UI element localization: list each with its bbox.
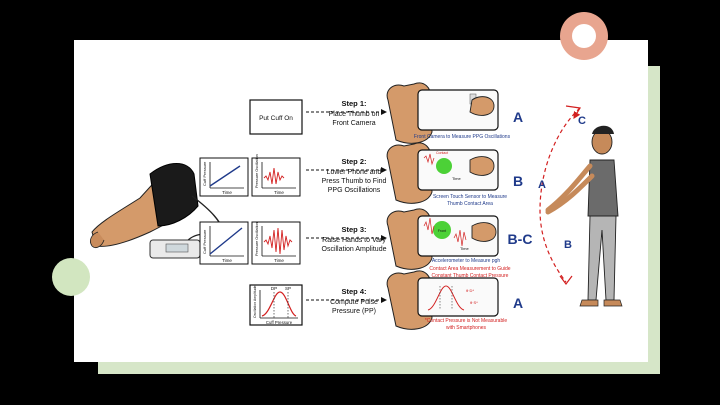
- pressure-oscillation-plot-step3: Pressure Oscillation Time: [251, 221, 301, 265]
- svg-text:Lower Phone and: Lower Phone and: [327, 169, 382, 176]
- svg-text:Time: Time: [274, 190, 284, 195]
- decorative-dot: [52, 258, 90, 296]
- svg-text:Press Thumb to Find: Press Thumb to Find: [322, 178, 387, 185]
- caption-row1: Front Camera to Measure PPG Oscillations: [414, 134, 511, 140]
- hand-phone-step3: Front Time: [386, 208, 499, 270]
- caption-row4-line1: *Contact Pressure is Not Measurable: [425, 318, 507, 324]
- svg-text:Pressure Oscillation: Pressure Oscillation: [255, 222, 259, 256]
- svg-text:Step 1:: Step 1:: [341, 99, 366, 108]
- svg-text:Time: Time: [222, 190, 232, 195]
- svg-text:Place Thumb on: Place Thumb on: [329, 111, 380, 118]
- put-cuff-on-label: Put Cuff On: [259, 115, 293, 122]
- caption-row3-b2: Constant Thumb Contact Pressure: [432, 273, 509, 279]
- step-1: Step 1: Place Thumb on Front Camera: [306, 99, 387, 127]
- oscillation-amplitude-plot-step4: DP SP Oscillation Amplitude Cuff Pressur…: [249, 284, 303, 326]
- svg-text:Step 2:: Step 2:: [341, 157, 366, 166]
- step-3: Step 3: Raise Hands to Vary Oscillation …: [306, 225, 387, 253]
- arm-with-cuff-illustration: [90, 163, 227, 259]
- touch-target-icon: [436, 158, 452, 174]
- svg-text:PPG Oscillations: PPG Oscillations: [328, 187, 381, 194]
- svg-text:Time: Time: [452, 176, 462, 181]
- svg-text:Step 4:: Step 4:: [341, 287, 366, 296]
- svg-text:Time: Time: [460, 246, 470, 251]
- svg-text:Cuff Pressure: Cuff Pressure: [202, 161, 207, 186]
- svg-text:DP: DP: [271, 286, 277, 291]
- hand-phone-step4: θ·D* θ·S*: [386, 270, 499, 330]
- svg-text:Compute Pulse: Compute Pulse: [330, 299, 378, 306]
- svg-text:Front: Front: [438, 229, 446, 233]
- svg-text:Step 3:: Step 3:: [341, 225, 366, 234]
- caption-row3-a: Accelerometer to Measure pgh: [432, 258, 501, 264]
- pressure-oscillation-plot-step2: Pressure Oscillation Time: [251, 154, 301, 197]
- touch-target-icon-step3: [433, 221, 451, 239]
- hand-phone-step1: [386, 82, 499, 144]
- svg-text:θ·D*: θ·D*: [466, 288, 474, 293]
- arc-label-c: C: [578, 115, 586, 127]
- caption-row2-line1: Screen Touch Sensor to Measure: [433, 194, 507, 200]
- arc-label-b: B: [564, 239, 572, 251]
- svg-text:Contact: Contact: [436, 151, 448, 155]
- svg-text:Time: Time: [222, 258, 232, 263]
- letter-row1: A: [513, 109, 523, 125]
- svg-text:Cuff Pressure: Cuff Pressure: [202, 229, 207, 254]
- put-cuff-on-box: Put Cuff On: [249, 99, 303, 135]
- svg-text:Time: Time: [274, 258, 284, 263]
- svg-text:Pressure Oscillation: Pressure Oscillation: [255, 154, 259, 188]
- svg-text:θ·S*: θ·S*: [470, 300, 478, 305]
- svg-text:Oscillation Amplitude: Oscillation Amplitude: [322, 246, 387, 253]
- step-2: Step 2: Lower Phone and Press Thumb to F…: [306, 157, 387, 194]
- svg-text:Front Camera: Front Camera: [332, 120, 375, 127]
- svg-text:Pressure (PP): Pressure (PP): [332, 308, 376, 315]
- svg-text:Cuff Pressure: Cuff Pressure: [266, 320, 293, 325]
- standing-person-illustration: [539, 105, 623, 307]
- svg-text:Raise Hands to Vary: Raise Hands to Vary: [322, 237, 386, 244]
- caption-row2-line2: Thumb Contact Area: [447, 201, 493, 207]
- caption-row3-b1: Contact Area Measurement to Guide: [429, 266, 510, 272]
- svg-text:Oscillation Amplitude: Oscillation Amplitude: [253, 285, 257, 318]
- decorative-ring-hole: [572, 24, 596, 48]
- letter-row3: B-C: [508, 231, 533, 247]
- letter-row4: A: [513, 295, 523, 311]
- cuff-pressure-plot-step3: Cuff Pressure Time: [199, 221, 249, 265]
- step-4: Step 4: Compute Pulse Pressure (PP): [306, 287, 387, 315]
- hand-phone-step2: Time Contact: [386, 142, 499, 204]
- caption-row4-line2: with Smartphones: [446, 325, 487, 331]
- svg-text:SP: SP: [285, 286, 291, 291]
- cuff-pressure-plot-step2: Cuff Pressure Time: [199, 157, 249, 197]
- letter-row2: B: [513, 173, 523, 189]
- arc-label-a: A: [538, 179, 546, 191]
